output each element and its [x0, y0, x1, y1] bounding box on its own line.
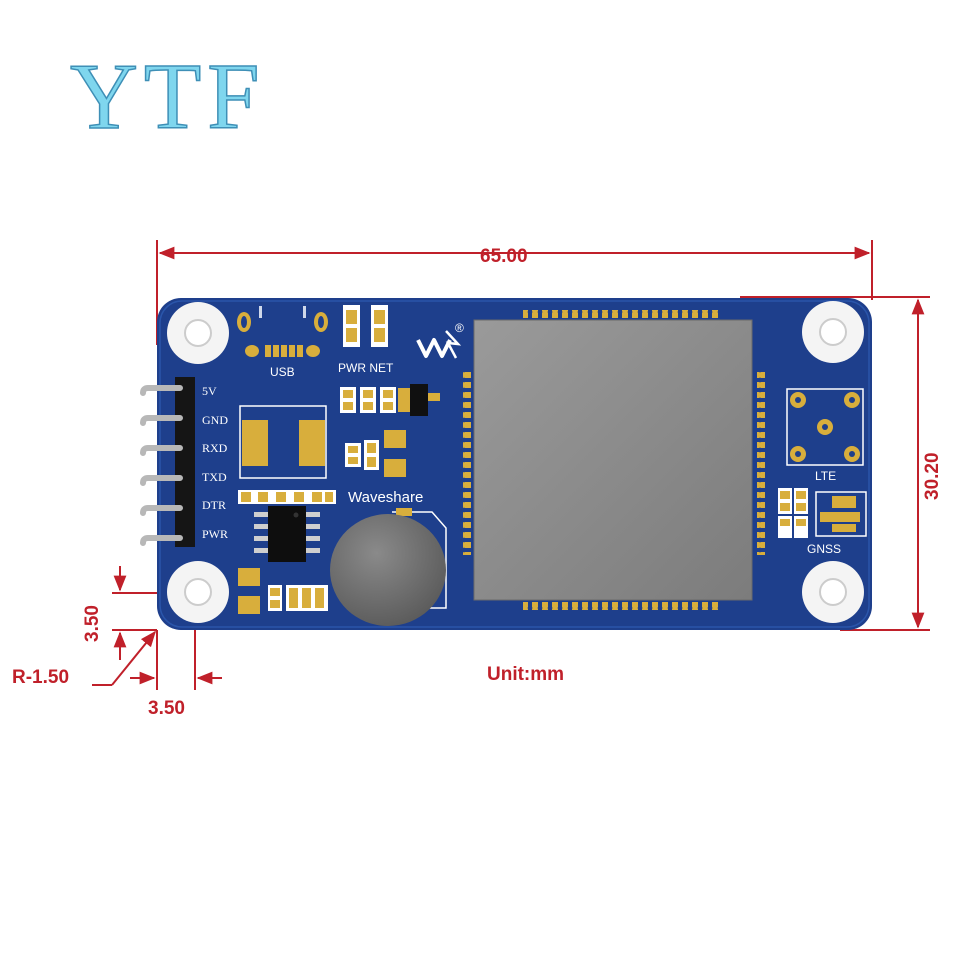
pwr-net-label: PWR NET: [338, 361, 394, 375]
lte-label: LTE: [815, 469, 836, 483]
mounting-hole: [167, 302, 229, 364]
watermark-logo: YTF: [70, 45, 266, 149]
pin-label-gnd: GND: [202, 413, 228, 427]
height-dimension: 30.20: [740, 296, 943, 631]
pin-header: [140, 377, 195, 547]
lte-module: [463, 310, 765, 610]
voltage-regulator: [239, 405, 327, 479]
coin-cell-battery: [330, 514, 446, 626]
pin-label-dtr: DTR: [202, 498, 226, 512]
width-value: 65.00: [480, 246, 528, 267]
mounting-hole: [167, 561, 229, 623]
status-leds: [343, 305, 388, 347]
resistor-row: [238, 490, 336, 504]
width-dimension: 65.00: [156, 240, 873, 345]
pin-label-txd: TXD: [202, 470, 227, 484]
pin-label-rxd: RXD: [202, 441, 228, 455]
height-value: 30.20: [922, 452, 943, 500]
pcb-board: 5V GND RXD TXD DTR PWR USB: [140, 298, 872, 630]
pin-labels: 5V GND RXD TXD DTR PWR: [202, 384, 228, 541]
waveshare-logo-icon: [416, 330, 462, 359]
edge-horizontal-value: 3.50: [148, 698, 185, 719]
pin-label-5v: 5V: [202, 384, 217, 398]
mounting-hole: [802, 561, 864, 623]
gnss-label: GNSS: [807, 542, 841, 556]
passive-components: [340, 384, 440, 477]
sop-ic: [254, 506, 320, 562]
lte-antenna-connector: [786, 388, 864, 466]
mounting-hole: [802, 301, 864, 363]
edge-vertical-value: 3.50: [82, 605, 103, 642]
usb-label: USB: [270, 365, 295, 379]
brand-label: Waveshare: [348, 489, 423, 506]
pin-label-pwr: PWR: [202, 527, 228, 541]
unit-label: Unit:mm: [487, 664, 564, 685]
edge-dimensions: 3.50 3.50 R-1.50: [12, 566, 222, 719]
usb-connector: [237, 306, 328, 357]
bottom-components: [238, 568, 328, 614]
corner-radius-value: R-1.50: [12, 667, 69, 688]
gnss-antenna-connector: [778, 488, 867, 538]
registered-mark: ®: [455, 321, 464, 335]
